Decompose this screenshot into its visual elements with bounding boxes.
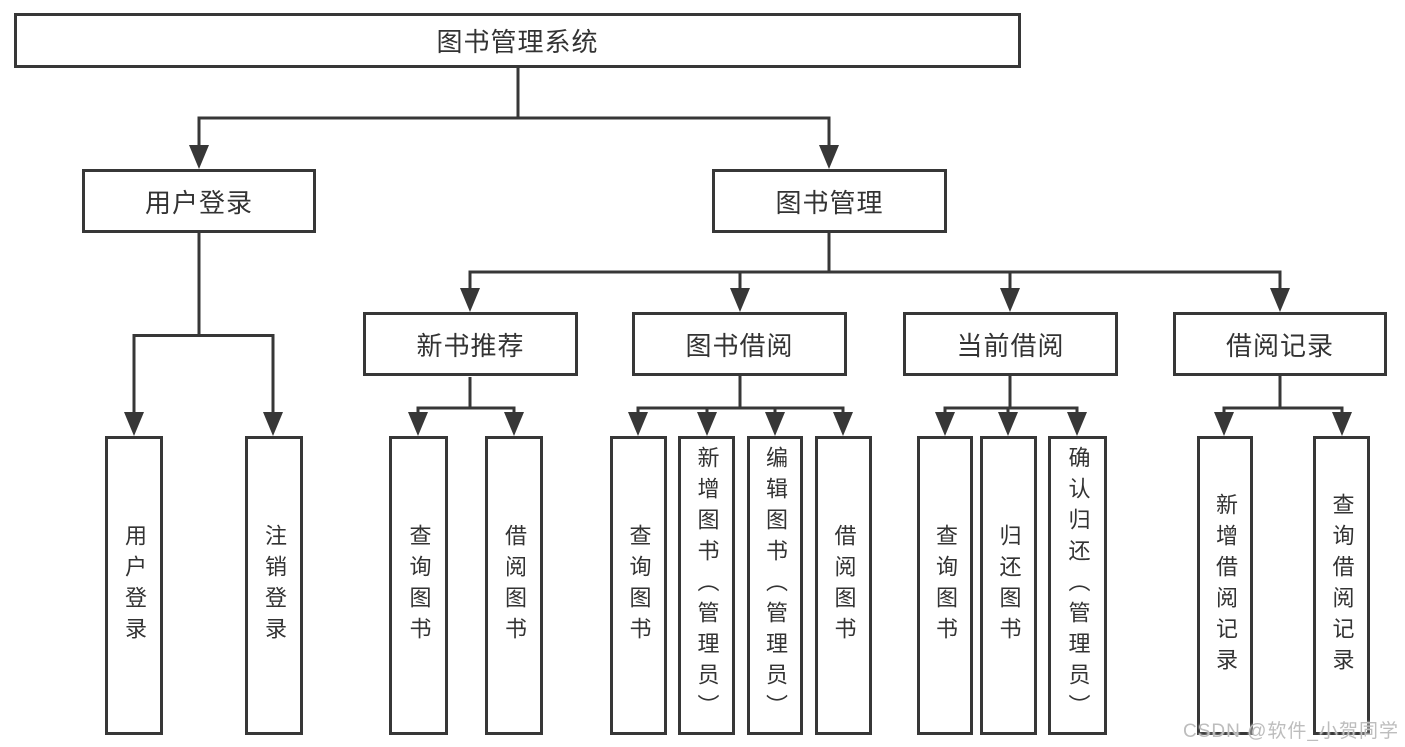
leaf-add-borrow-record: 新增借阅记录 xyxy=(1197,436,1253,735)
leaf-query-books-recommend: 查询图书 xyxy=(389,436,448,735)
leaf-add-borrow-record-label: 新增借阅记录 xyxy=(1213,492,1238,679)
leaf-confirm-return-admin-label: 确认归还（管理员） xyxy=(1065,446,1091,725)
leaf-logout-label: 注销登录 xyxy=(262,523,287,648)
node-book-borrowing: 图书借阅 xyxy=(632,312,847,376)
node-root: 图书管理系统 xyxy=(14,13,1021,68)
leaf-query-borrow-record-label: 查询借阅记录 xyxy=(1329,492,1355,679)
connector-current-borrowing-children xyxy=(935,375,1087,436)
node-current-borrowing: 当前借阅 xyxy=(903,312,1118,376)
leaf-borrow-books-borrowing: 借阅图书 xyxy=(815,436,872,735)
node-user-login: 用户登录 xyxy=(82,169,316,233)
node-book-management: 图书管理 xyxy=(712,169,947,233)
node-book-borrowing-label: 图书借阅 xyxy=(685,330,794,361)
connector-user-login-children xyxy=(124,233,283,436)
connector-book-borrowing-children xyxy=(628,375,853,436)
leaf-user-login-label: 用户登录 xyxy=(122,523,147,648)
csdn-watermark: CSDN @软件_小贺同学 xyxy=(1183,721,1399,742)
leaf-logout: 注销登录 xyxy=(245,436,303,735)
node-root-label: 图书管理系统 xyxy=(436,27,599,57)
leaf-borrow-books-recommend-label: 借阅图书 xyxy=(502,523,527,648)
leaf-add-books-admin: 新增图书（管理员） xyxy=(678,436,735,735)
leaf-edit-books-admin-label: 编辑图书（管理员） xyxy=(763,446,788,725)
leaf-user-login: 用户登录 xyxy=(105,436,163,735)
connector-new-book-recommend-children xyxy=(408,377,524,436)
node-new-book-recommend-label: 新书推荐 xyxy=(416,330,525,361)
node-borrowing-records-label: 借阅记录 xyxy=(1225,330,1334,361)
node-borrowing-records: 借阅记录 xyxy=(1173,312,1387,376)
connector-book-management-to-level3 xyxy=(460,233,1290,312)
leaf-query-books-borrowing: 查询图书 xyxy=(610,436,667,735)
connector-root-to-level2 xyxy=(189,68,839,169)
leaf-query-books-current-label: 查询图书 xyxy=(933,523,958,648)
node-book-management-label: 图书管理 xyxy=(775,187,884,218)
leaf-return-books: 归还图书 xyxy=(980,436,1037,735)
leaf-query-borrow-record: 查询借阅记录 xyxy=(1313,436,1370,735)
leaf-query-books-current: 查询图书 xyxy=(917,436,973,735)
leaf-confirm-return-admin: 确认归还（管理员） xyxy=(1048,436,1107,735)
leaf-query-books-recommend-label: 查询图书 xyxy=(406,523,432,648)
leaf-add-books-admin-label: 新增图书（管理员） xyxy=(694,446,720,725)
leaf-borrow-books-borrowing-label: 借阅图书 xyxy=(831,523,857,648)
leaf-return-books-label: 归还图书 xyxy=(996,523,1022,648)
connector-borrowing-records-children xyxy=(1214,375,1352,436)
node-current-borrowing-label: 当前借阅 xyxy=(956,330,1065,361)
node-user-login-label: 用户登录 xyxy=(144,187,253,218)
leaf-borrow-books-recommend: 借阅图书 xyxy=(485,436,543,735)
leaf-query-books-borrowing-label: 查询图书 xyxy=(626,523,652,648)
leaf-edit-books-admin: 编辑图书（管理员） xyxy=(747,436,803,735)
node-new-book-recommend: 新书推荐 xyxy=(363,312,578,376)
